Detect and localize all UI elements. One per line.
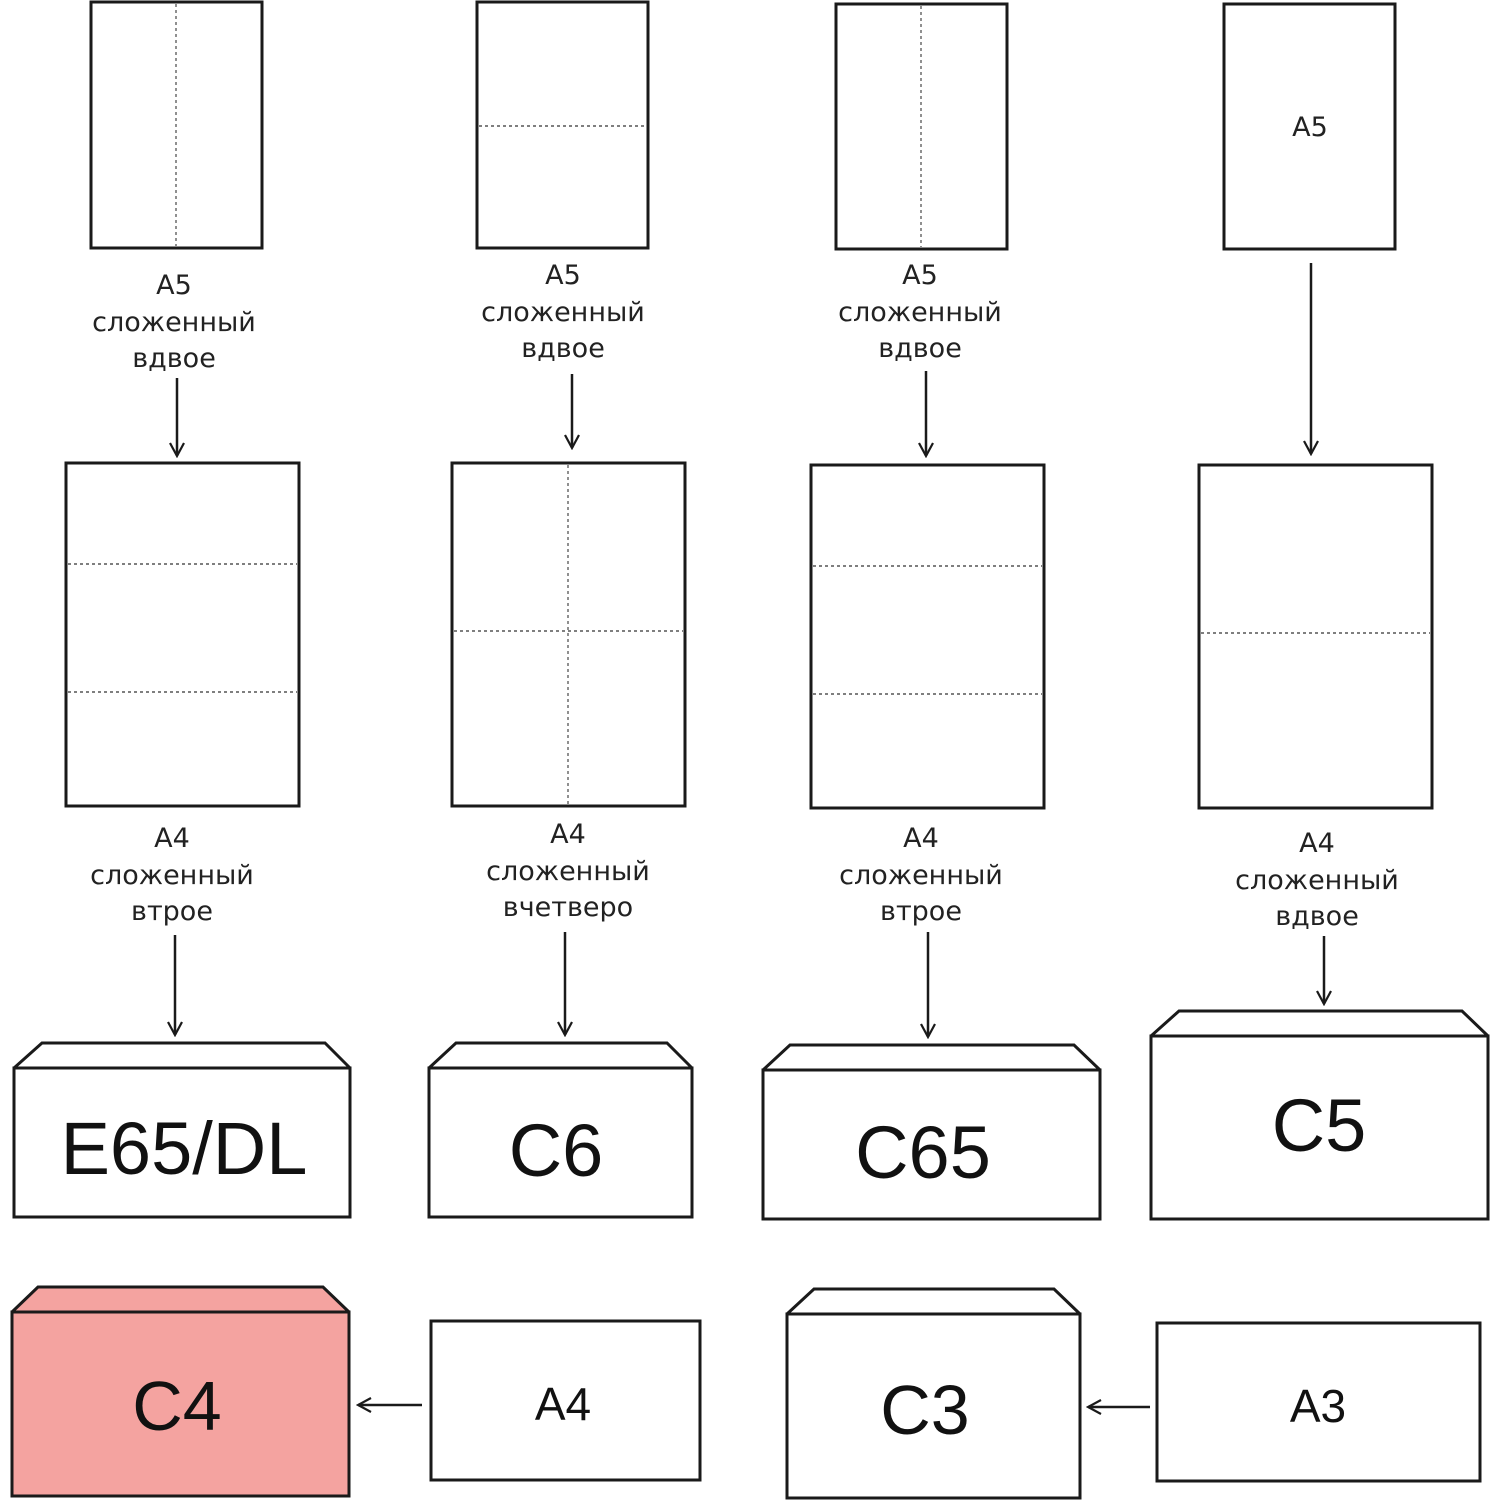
column-4: A5 A4 сложенный вдвое C5 [1149,2,1490,1221]
sheet-label: A4 [535,1378,591,1430]
envelope-flap [10,1285,351,1314]
a3-sheet-landscape [1155,1321,1482,1483]
top-caption-line-1: A5 [902,260,938,291]
middle-caption-line-2: сложенный [486,856,650,887]
top-caption-line-1: A5 [545,260,581,291]
top-caption-line-3: вдвое [521,333,605,364]
sheet-label: A3 [1290,1380,1346,1432]
envelope-body [427,1066,694,1219]
column-2: A5 сложенный вдвое A4 сложенный вчетверо… [427,0,694,1219]
envelope-label: C6 [509,1109,604,1192]
middle-caption-line-3: втрое [131,896,213,927]
envelope-body [785,1312,1082,1500]
top-caption-line-2: сложенный [838,297,1002,328]
a5-sheet-label: A5 [1292,112,1328,143]
envelope-flap [1150,1009,1490,1038]
middle-caption-line-1: A4 [1299,828,1335,859]
envelope-body [1149,1034,1490,1221]
top-caption-line-3: вдвое [878,333,962,364]
envelope-body [761,1068,1102,1221]
envelope-label: C3 [880,1371,969,1449]
a4-sheet-half-fold [1197,463,1434,810]
middle-caption-line-1: A4 [550,819,586,850]
bottom-row-c4: C4 A4 [10,1285,702,1498]
a4-sheet-trifold [809,463,1046,810]
middle-caption-line-1: A4 [903,823,939,854]
middle-caption-line-3: втрое [880,896,962,927]
envelope-flap [13,1041,352,1070]
top-caption-line-2: сложенный [92,307,256,338]
column-3: A5 сложенный вдвое A4 сложенный втрое C6… [761,2,1102,1221]
column-1: A5 сложенный вдвое A4 сложенный втрое E6… [12,0,352,1219]
envelope-label: C65 [855,1111,991,1194]
envelope-label: C4 [132,1367,221,1445]
middle-caption-line-1: A4 [154,823,190,854]
bottom-row-c3: C3 A3 [785,1287,1482,1500]
middle-caption-line-2: сложенный [1235,865,1399,896]
a5-sheet [1222,2,1397,251]
middle-caption-line-2: сложенный [839,860,1003,891]
envelope-label: C5 [1272,1084,1367,1167]
envelope-body [12,1066,352,1219]
envelope-body-highlighted [10,1310,351,1498]
envelope-flap [785,1287,1082,1316]
a4-sheet-landscape [429,1319,702,1482]
top-caption-line-3: вдвое [132,343,216,374]
middle-caption-line-3: вчетверо [503,892,633,923]
envelope-flap [761,1043,1102,1072]
a4-sheet-trifold [64,461,301,808]
envelope-flap [427,1041,694,1070]
a5-sheet-horizontal-fold [475,0,650,250]
top-caption-line-2: сложенный [481,297,645,328]
envelope-label: E65/DL [61,1107,308,1190]
middle-caption-line-2: сложенный [90,860,254,891]
middle-caption-line-3: вдвое [1275,901,1359,932]
top-caption-line-1: A5 [156,270,192,301]
